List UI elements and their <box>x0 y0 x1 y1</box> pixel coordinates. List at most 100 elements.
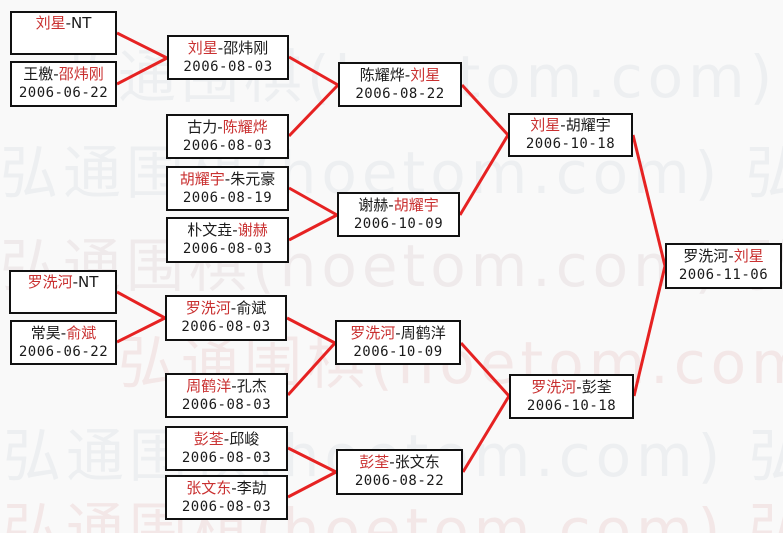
vs-dash: - <box>560 116 566 134</box>
player-right: 邱峻 <box>229 429 260 448</box>
player-left: 张文东 <box>186 478 232 497</box>
match-date: 2006-06-22 <box>18 343 109 360</box>
match-box-liuxing-huyaoyu: 刘星-胡耀宇 2006-10-18 <box>508 113 633 157</box>
match-players: 朴文垚-谢赫 <box>187 221 267 240</box>
player-right: 彭荃 <box>581 377 612 396</box>
vs-dash: - <box>60 323 67 342</box>
match-players: 刘星-NT <box>36 14 92 33</box>
player-left: 胡耀宇 <box>179 169 225 188</box>
vs-dash: - <box>232 221 238 239</box>
match-date: 2006-10-09 <box>353 215 444 232</box>
watermark-text: 弘通围棋(hoetom.com) 弘通围棋(hoetom.com) <box>3 496 783 533</box>
match-date: 2006-10-18 <box>525 136 616 152</box>
player-right: 俞斌 <box>236 299 267 317</box>
match-players: 罗洗河-刘星 <box>683 247 763 266</box>
player-left: 彭荃 <box>193 429 224 448</box>
player-right: 李劼 <box>236 478 267 497</box>
match-date: 2006-08-03 <box>183 58 273 75</box>
player-right: 刘星 <box>733 247 764 265</box>
match-box-liuxing-nt: 刘星-NT <box>10 11 117 55</box>
player-right: 周鹤洋 <box>400 323 446 342</box>
player-left: 常昊 <box>30 323 61 342</box>
vs-dash: - <box>217 38 224 57</box>
bracket-connector-line <box>632 265 667 397</box>
player-left: 刘星 <box>35 14 66 32</box>
vs-dash: - <box>53 65 59 83</box>
player-left: 朴文垚 <box>187 221 233 239</box>
match-box-luoxihe-yubin: 罗洗河-俞斌 2006-08-03 <box>165 295 287 341</box>
player-left: 王檄 <box>23 65 54 83</box>
match-box-luoxihe-nt: 罗洗河-NT <box>9 270 117 314</box>
player-right: 胡耀宇 <box>393 195 439 214</box>
vs-dash: - <box>230 299 237 317</box>
vs-dash: - <box>217 117 223 136</box>
player-left: 罗洗河 <box>185 299 231 317</box>
match-players: 罗洗河-NT <box>28 273 99 292</box>
match-players: 谢赫-胡耀宇 <box>358 196 438 215</box>
player-right: 张文东 <box>394 453 440 471</box>
bracket-connector-line <box>288 186 338 217</box>
vs-dash: - <box>389 453 395 471</box>
player-left: 陈耀烨 <box>359 65 405 84</box>
player-right: 谢赫 <box>237 221 268 239</box>
vs-dash: - <box>728 247 734 265</box>
player-left: 罗洗河 <box>683 247 729 265</box>
player-left: 周鹤洋 <box>186 376 232 395</box>
bracket-connector-line <box>287 83 340 138</box>
bracket-connector-line <box>287 446 337 474</box>
match-date: 2006-08-19 <box>182 189 273 206</box>
vs-dash: - <box>231 376 237 395</box>
match-date: 2006-08-03 <box>181 498 272 515</box>
bracket-connector-line <box>286 316 336 345</box>
match-date: 2006-11-06 <box>678 267 769 283</box>
match-date: 2006-08-22 <box>355 85 445 102</box>
player-right: 陈耀烨 <box>222 117 268 136</box>
player-right: 朱元豪 <box>230 169 276 188</box>
match-date: 2006-08-03 <box>181 449 272 466</box>
match-date: 2006-10-09 <box>353 343 443 360</box>
match-date: 2006-08-03 <box>181 396 272 413</box>
player-right: 俞斌 <box>66 323 97 342</box>
vs-dash: - <box>65 14 72 32</box>
match-date: 2006-06-22 <box>18 85 109 101</box>
match-players: 彭荃-邱峻 <box>194 430 259 449</box>
player-right: 刘星 <box>410 65 441 84</box>
watermark-text: 弘通围棋(hoetom.com) 弘通围棋(hoetom.com) <box>0 232 783 300</box>
player-left: 古力 <box>187 117 218 136</box>
player-right: NT <box>71 14 92 32</box>
player-left: 刘星 <box>530 116 561 134</box>
match-date: 2006-10-18 <box>526 397 617 414</box>
bracket-connector-line <box>116 290 166 320</box>
match-players: 彭荃-张文东 <box>359 453 439 472</box>
match-players: 罗洗河-彭荃 <box>531 378 611 397</box>
vs-dash: - <box>388 195 394 214</box>
player-right: NT <box>78 273 99 291</box>
match-players: 胡耀宇-朱元豪 <box>180 170 275 189</box>
bracket-connector-line <box>287 470 337 499</box>
bracket-connector-line <box>288 55 339 87</box>
match-date: 2006-08-03 <box>181 319 271 335</box>
match-players: 刘星-邵炜刚 <box>188 39 268 58</box>
player-right: 胡耀宇 <box>565 116 611 134</box>
bracket-connector-line <box>631 134 667 267</box>
player-left: 刘星 <box>187 38 218 57</box>
bracket-connector-line <box>116 31 168 60</box>
match-players: 陈耀烨-刘星 <box>360 66 440 85</box>
bracket-connector-line <box>116 316 166 344</box>
vs-dash: - <box>72 273 79 291</box>
match-players: 周鹤洋-孔杰 <box>186 377 266 396</box>
match-date: 2006-08-22 <box>354 473 445 489</box>
vs-dash: - <box>223 429 230 448</box>
